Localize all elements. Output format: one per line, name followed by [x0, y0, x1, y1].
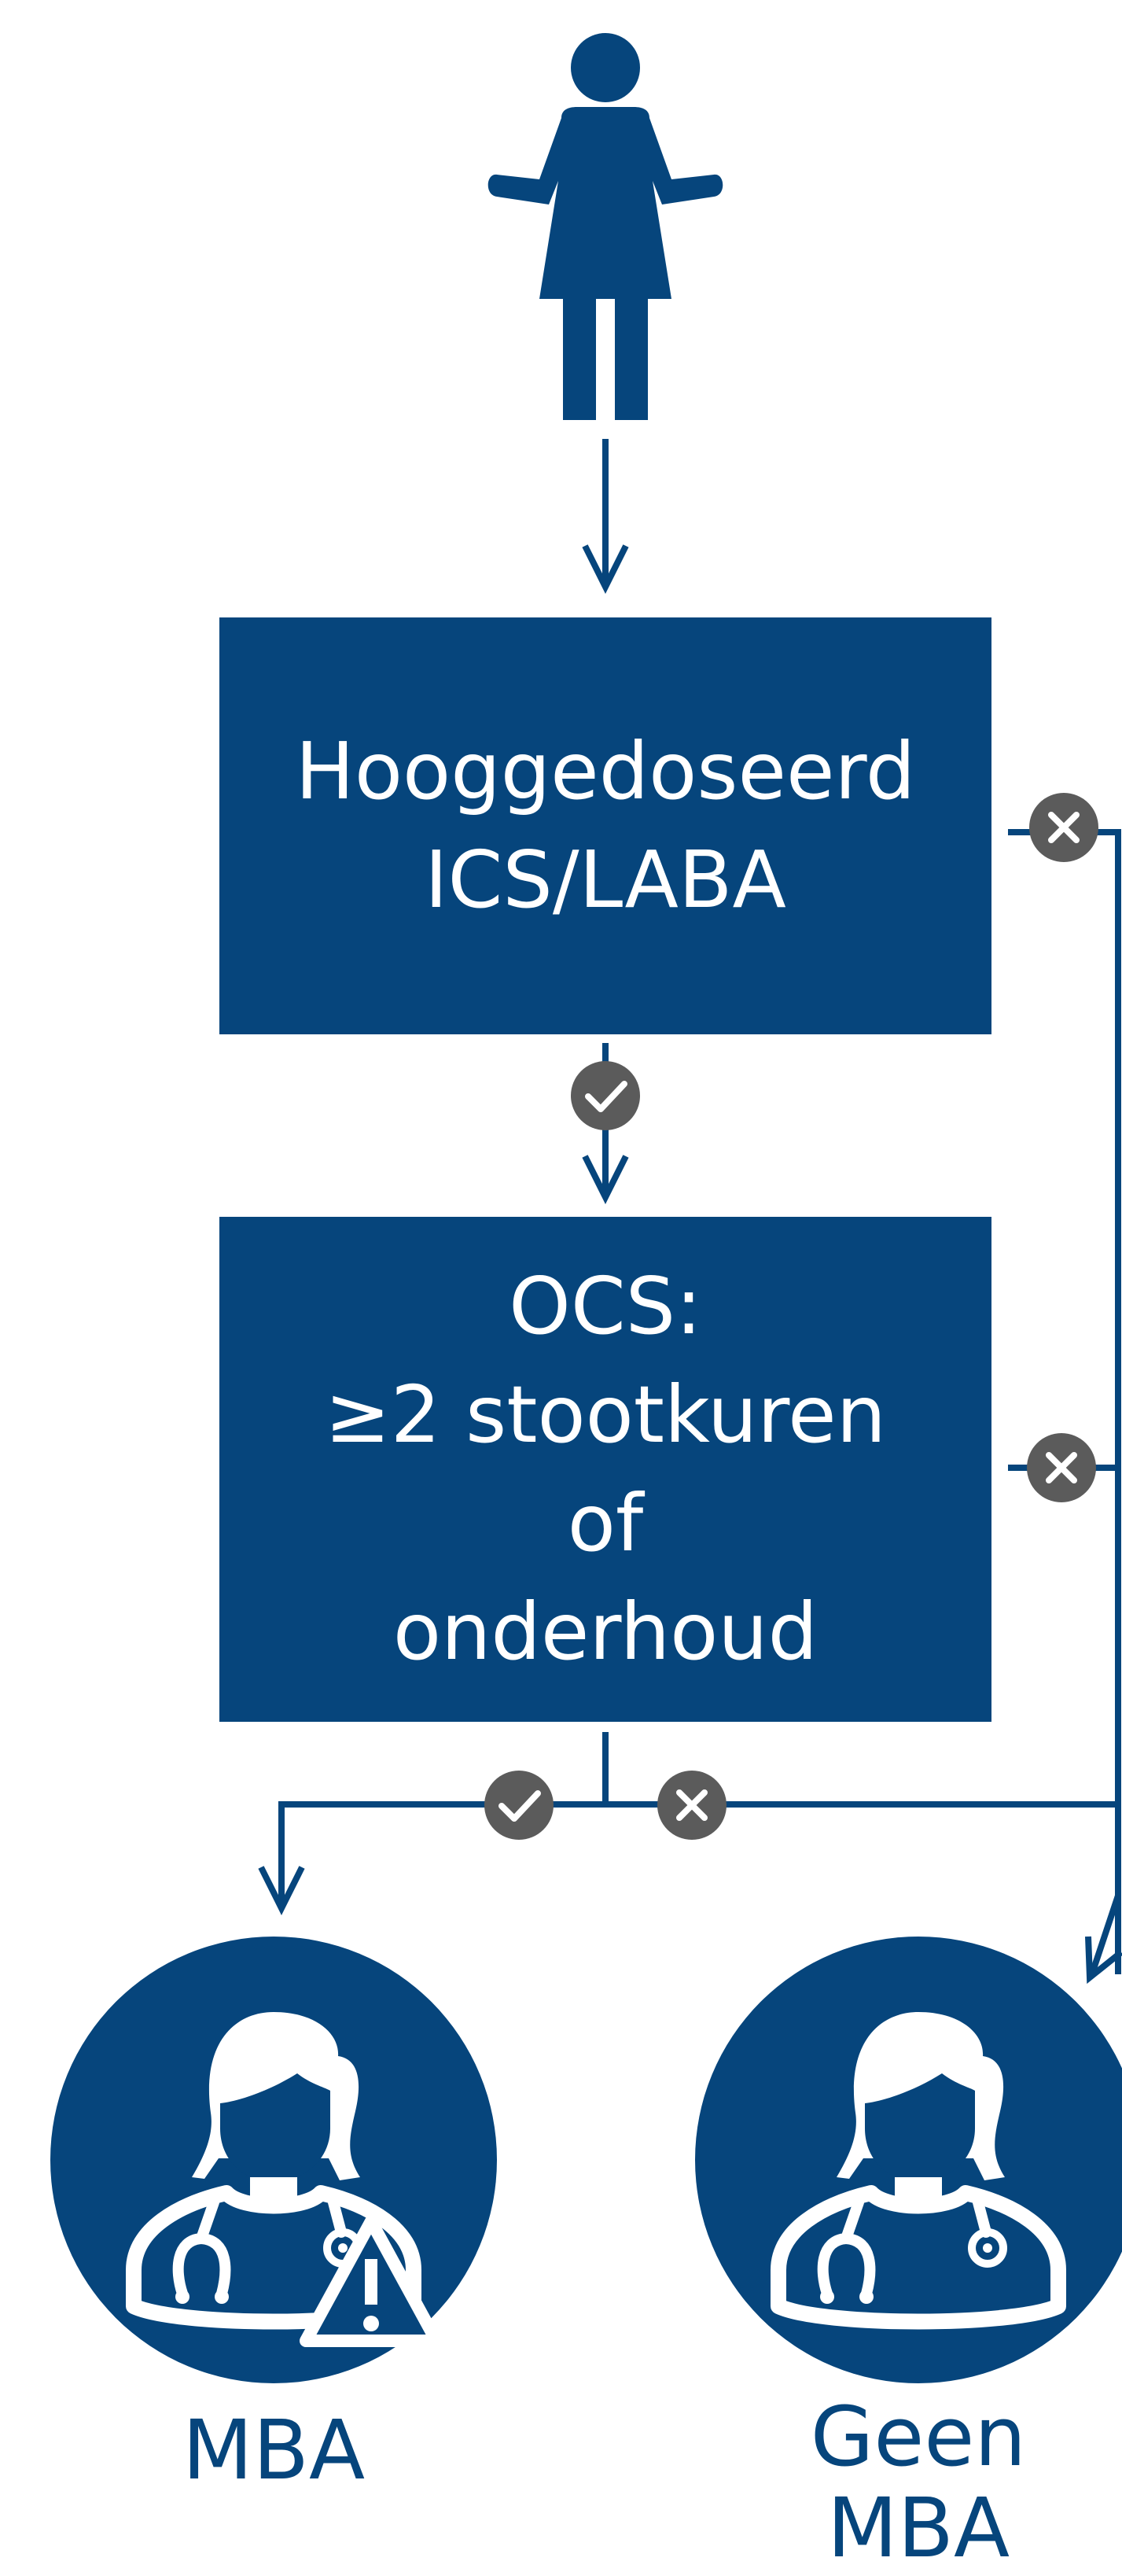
decision-box-high-dose-ics-laba: Hooggedoseerd ICS/LABA: [219, 617, 991, 1034]
outcome-label-line-1: Geen: [810, 2389, 1027, 2485]
outcome-label-line-2: MBA: [826, 2480, 1010, 2576]
check-icon: [484, 1771, 554, 1840]
box-text-line-2: ≥2 stootkuren: [324, 1369, 887, 1461]
check-icon: [571, 1061, 640, 1130]
cross-icon: [1029, 793, 1098, 862]
cross-icon: [657, 1771, 727, 1840]
box-text-line-3: of: [567, 1477, 644, 1569]
outcome-label-mba: MBA: [116, 2405, 431, 2496]
cross-icon: [1027, 1433, 1096, 1502]
person-icon: [487, 33, 723, 420]
doctor-warning-icon: [50, 1937, 497, 2383]
decision-box-ocs: OCS: ≥2 stootkuren of onderhoud: [219, 1217, 991, 1722]
outcome-label-geen-mba: Geen MBA: [761, 2391, 1076, 2574]
box-text-line-1: Hooggedoseerd: [295, 725, 916, 817]
outcome-label-line-1: MBA: [182, 2402, 366, 2498]
doctor-icon: [695, 1937, 1122, 2383]
box-text-line-1: OCS:: [509, 1260, 702, 1352]
box-text-line-4: onderhoud: [392, 1586, 819, 1678]
box-text-line-2: ICS/LABA: [425, 834, 786, 926]
